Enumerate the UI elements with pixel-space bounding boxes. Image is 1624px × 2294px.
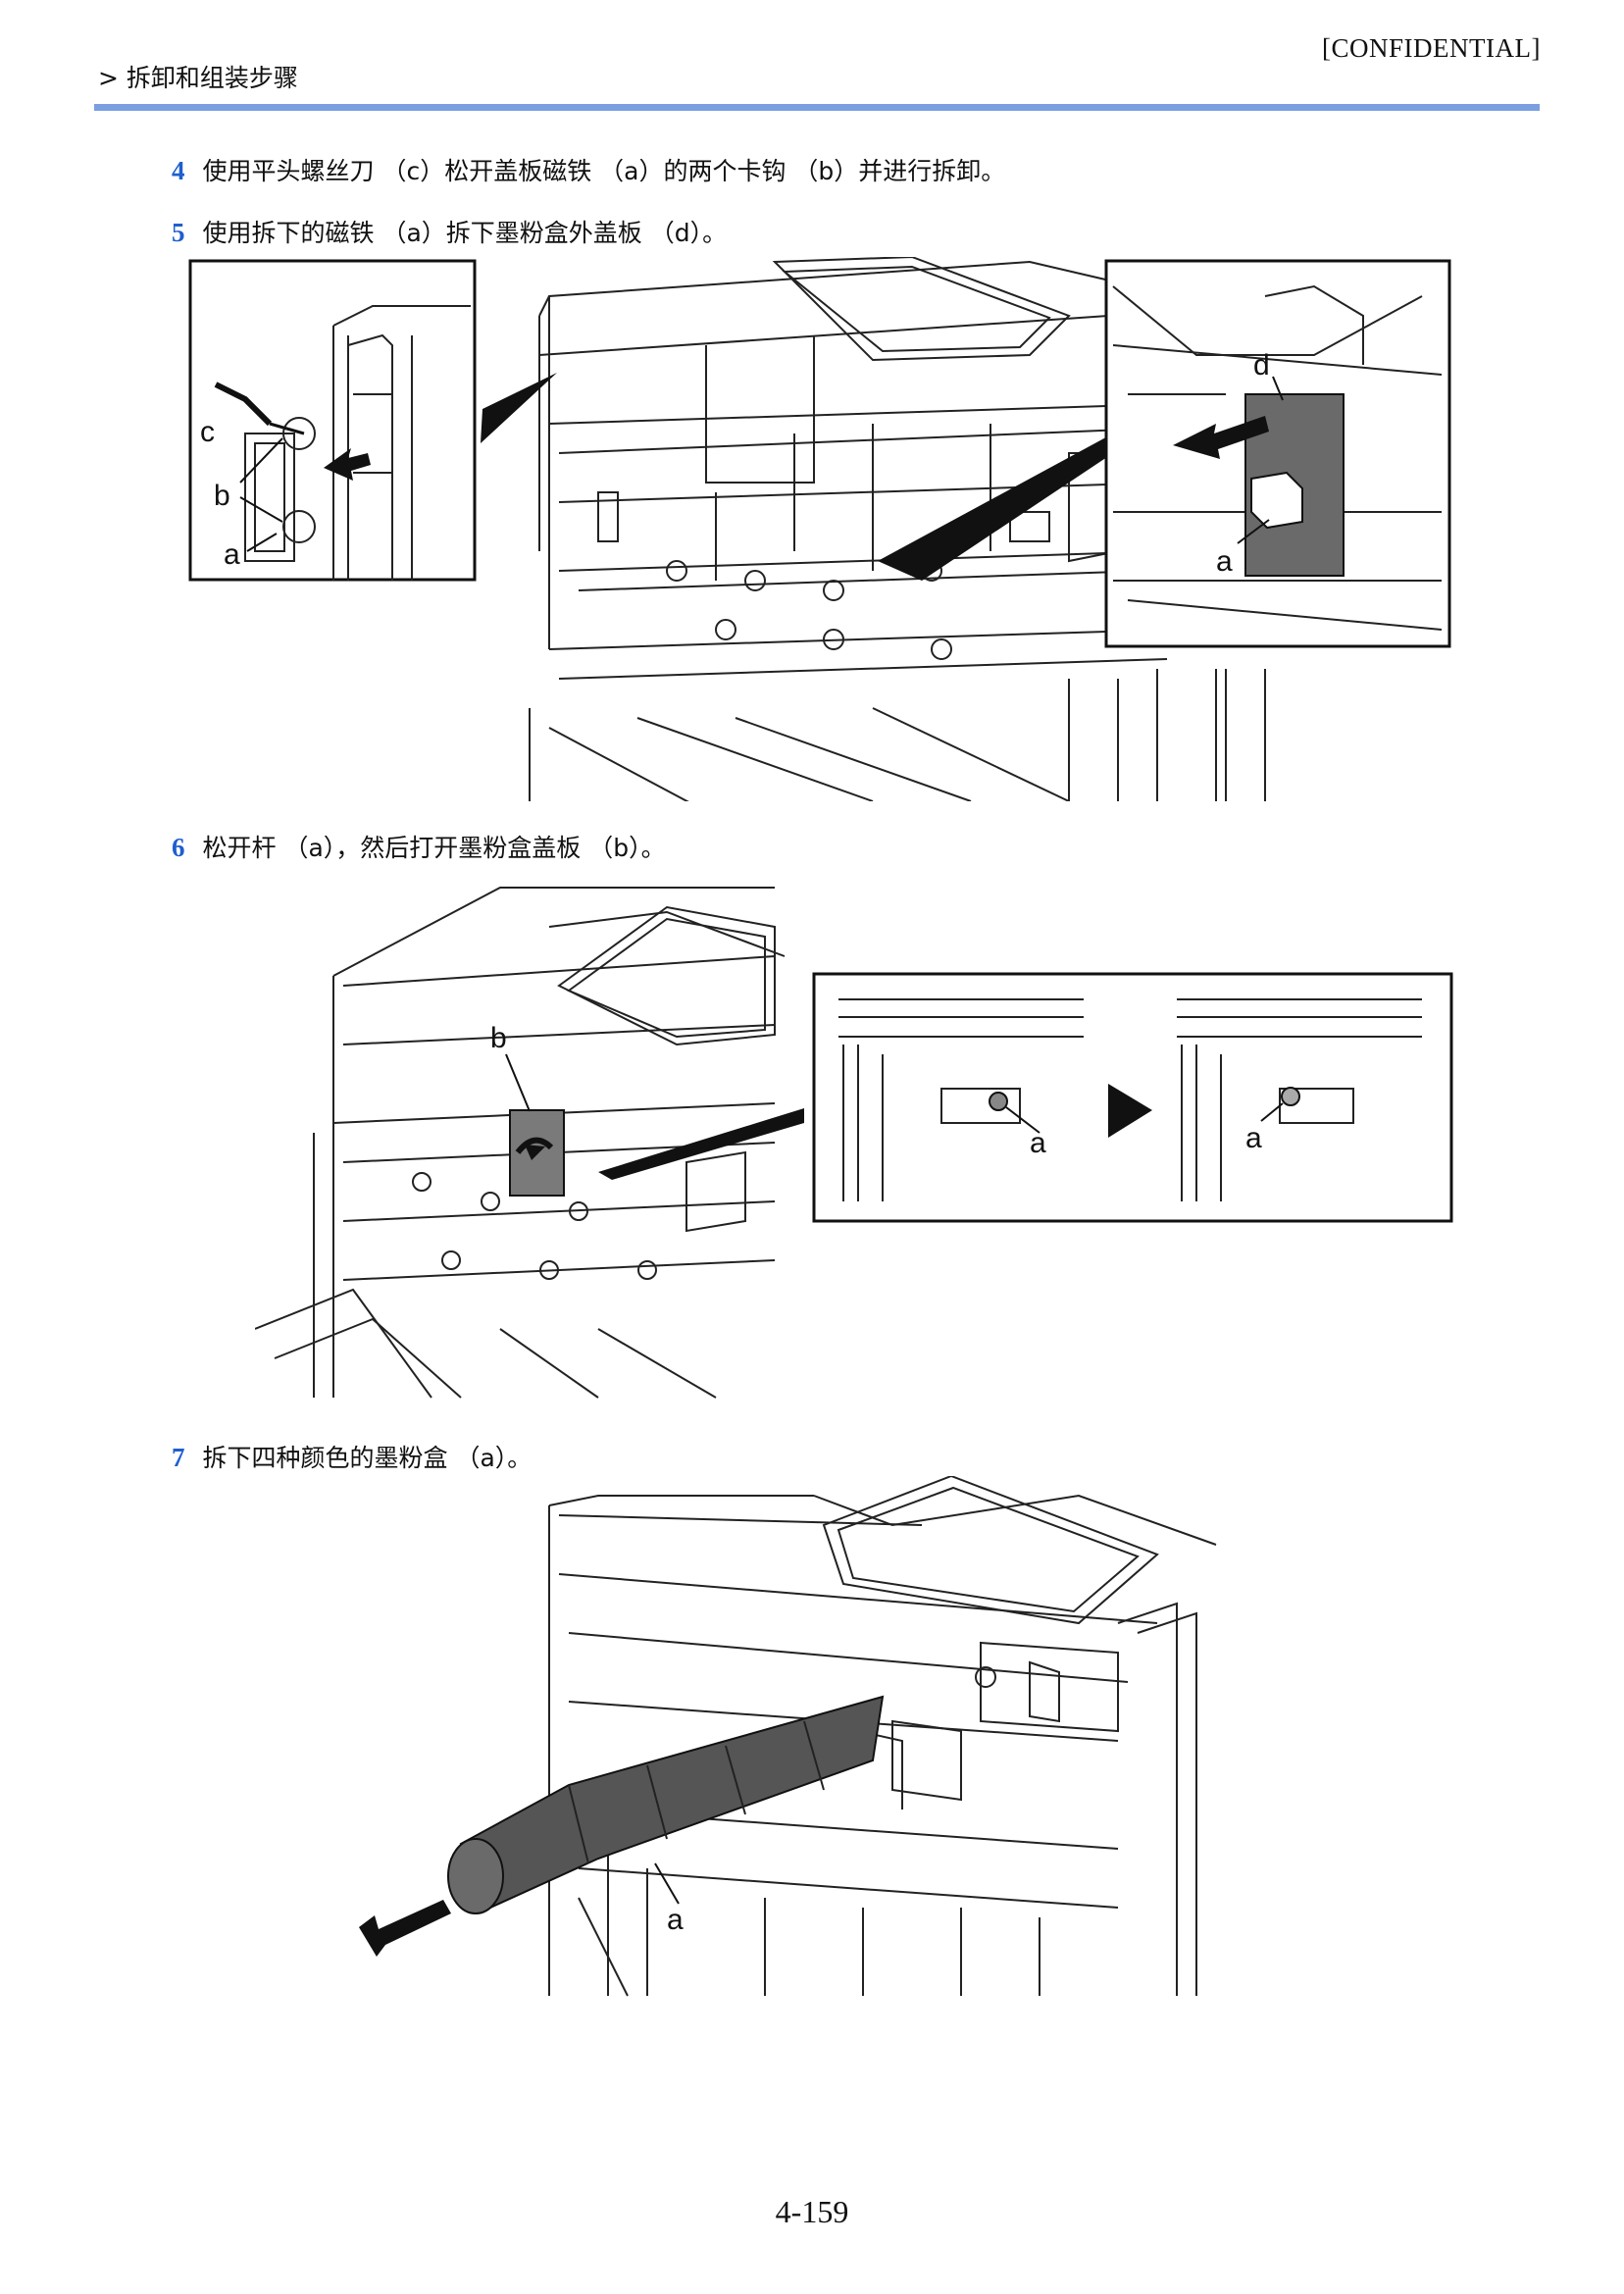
figure-toner-cover-open: b a a — [255, 887, 1453, 1399]
inset-right: d a — [1104, 259, 1451, 648]
label-d: d — [1253, 349, 1270, 382]
label-a: a — [224, 538, 240, 571]
label-a-left: a — [1030, 1127, 1046, 1159]
label-a: a — [667, 1904, 684, 1936]
label-b: b — [214, 480, 230, 512]
arrow-pull-out — [359, 1900, 451, 1957]
step-6: 6 松开杆 （a），然后打开墨粉盒盖板 （b）。 — [172, 829, 666, 864]
step-text: 拆下四种颜色的墨粉盒 （a）。 — [202, 1444, 533, 1472]
label-c: c — [200, 416, 215, 448]
header-divider — [94, 104, 1540, 111]
step-number: 7 — [172, 1443, 185, 1472]
machine-drawing-1 — [529, 257, 1266, 801]
step-4: 4 使用平头螺丝刀 （c）松开盖板磁铁 （a）的两个卡钩 （b）并进行拆卸。 — [172, 152, 1005, 187]
label-a: a — [1216, 545, 1233, 578]
callout-wedge — [598, 1108, 804, 1180]
step-5: 5 使用拆下的磁铁 （a）拆下墨粉盒外盖板 （d）。 — [172, 214, 727, 249]
machine-drawing-2 — [255, 887, 786, 1399]
callout-wedge-left — [481, 373, 557, 443]
label-b: b — [490, 1022, 507, 1054]
inset-lever: a a — [812, 972, 1453, 1223]
machine-drawing-3 — [548, 1476, 1217, 1997]
step-number: 5 — [172, 218, 185, 247]
label-a-right: a — [1245, 1122, 1262, 1154]
callout-wedge-right — [878, 433, 1113, 581]
figure-toner-removal: a — [359, 1476, 1217, 1997]
inset-left: c b a — [188, 259, 477, 582]
step-text: 松开杆 （a），然后打开墨粉盒盖板 （b）。 — [202, 834, 666, 862]
step-number: 4 — [172, 156, 185, 185]
step-text: 使用拆下的磁铁 （a）拆下墨粉盒外盖板 （d）。 — [202, 219, 728, 247]
step-7: 7 拆下四种颜色的墨粉盒 （a）。 — [172, 1439, 532, 1474]
step-number: 6 — [172, 833, 185, 862]
figure-magnet-removal: c b a d a — [188, 257, 1451, 801]
breadcrumb[interactable]: > 拆卸和组装步骤 — [98, 64, 298, 92]
step-text: 使用平头螺丝刀 （c）松开盖板磁铁 （a）的两个卡钩 （b）并进行拆卸。 — [202, 157, 1006, 185]
page-number: 4-159 — [775, 2194, 849, 2229]
confidential-label: [CONFIDENTIAL] — [1322, 33, 1541, 63]
